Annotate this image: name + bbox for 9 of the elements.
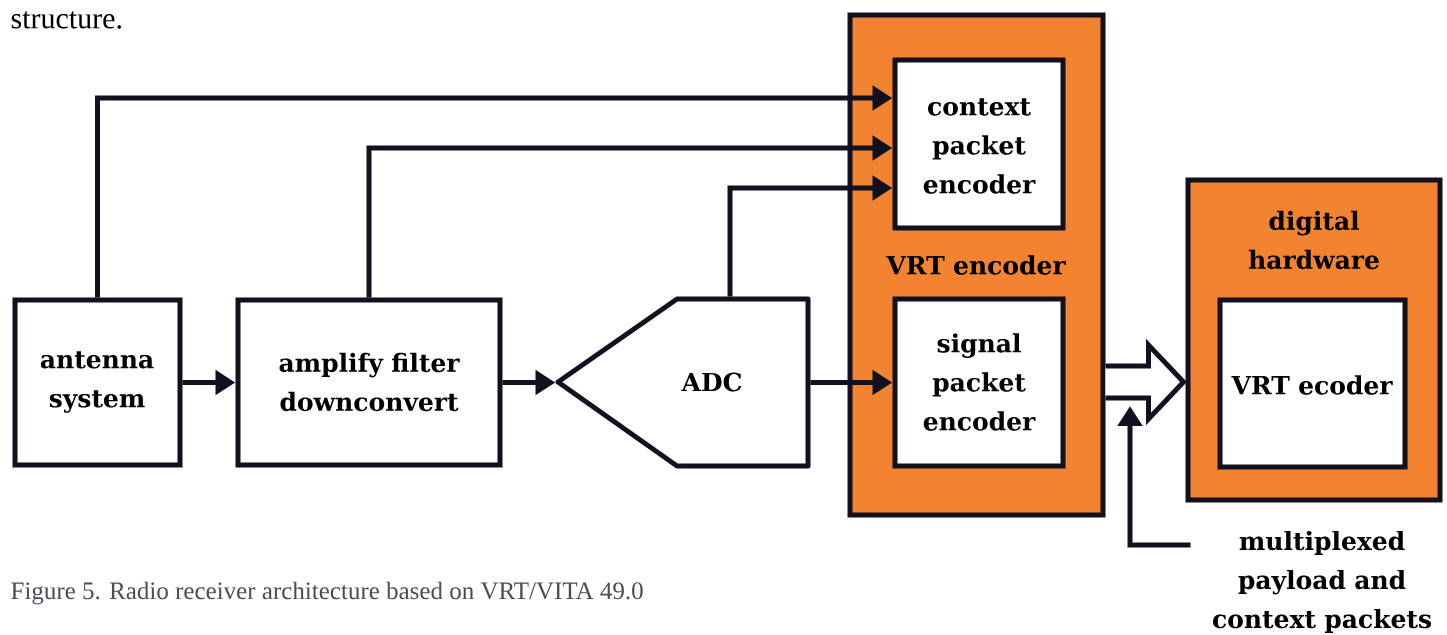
note-text: multiplexed payload and context packets	[1213, 530, 1431, 634]
process-box: amplify filter downconvert	[235, 297, 503, 468]
encoder-box: context packet encoder	[892, 57, 1066, 231]
caption: Figure 5. Radio receiver architecture based on VRT/VITA 49.0	[11, 581, 643, 605]
decoder-box: VRT ecoder	[1217, 297, 1408, 470]
block-arrow	[1103, 338, 1187, 426]
input-box: antenna system	[12, 297, 183, 468]
text-fragment: structure.	[11, 11, 121, 29]
encoder-box: signal packet encoder	[892, 296, 1066, 469]
